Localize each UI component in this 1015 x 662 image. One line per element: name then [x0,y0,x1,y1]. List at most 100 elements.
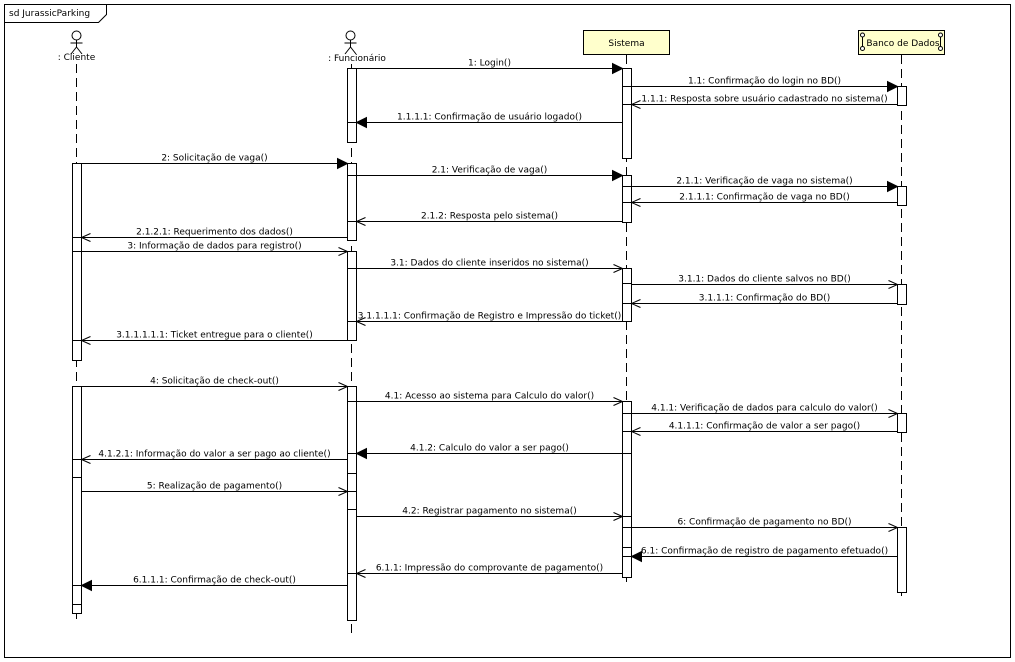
message-3[interactable]: 1.1.1: Resposta sobre usuário cadastrado… [630,95,898,109]
message-19[interactable]: 4.1.1: Verificação de dados para calculo… [631,404,899,418]
message-26[interactable]: 6.1: Confirmação de registro de pagament… [630,547,898,563]
open-arrowhead [888,280,899,289]
open-arrowhead [80,455,91,464]
participant-banco[interactable]: Banco de Dados [858,30,945,55]
activation-bar [622,401,632,578]
message-25[interactable]: 6: Confirmação de pagamento no BD() [631,518,899,532]
diagram-frame [4,4,1011,658]
open-arrowhead [613,397,624,406]
activation-bar [72,386,82,614]
message-27[interactable]: 6.1.1: Impressão do comprovante de pagam… [355,564,623,578]
message-label: 4.1.1.1: Confirmação de valor a ser pago… [669,422,860,432]
open-arrowhead [80,336,91,345]
message-8[interactable]: 2.1.1.1: Confirmação de vaga no BD() [630,193,898,207]
open-arrowhead [338,247,349,256]
participant-label-banco: Banco de Dados [866,39,939,49]
participant-sistema[interactable]: Sistema [583,30,670,55]
message-label: 4.2: Registrar pagamento no sistema() [402,507,576,517]
message-1[interactable]: 1: Login() [356,59,624,75]
filled-arrowhead [887,180,899,193]
activation-bar [897,527,907,593]
message-label: 3.1.1.1: Confirmação do BD() [699,294,830,304]
actor-icon [70,30,83,55]
database-icon [860,32,943,51]
participant-label-funcionario: : Funcionário [328,54,386,64]
participant-cliente[interactable]: : Cliente [58,30,96,63]
message-label: 2.1.2.1: Requerimento dos dados() [136,228,293,238]
message-21[interactable]: 4.1.2: Calculo do valor a ser pago() [355,444,623,460]
open-arrowhead [338,382,349,391]
message-4[interactable]: 1.1.1.1: Confirmação de usuário logado() [355,113,623,129]
open-arrowhead [630,198,641,207]
message-24[interactable]: 4.2: Registrar pagamento no sistema() [356,507,624,521]
open-arrowhead [355,569,366,578]
activation-bar [622,268,632,322]
open-arrowhead [630,427,641,436]
filled-arrowhead [887,80,899,93]
message-label: 5: Realização de pagamento() [147,482,282,492]
message-label: 3.1.1.1.1: Confirmação de Registro e Imp… [358,312,621,322]
activation-bar [897,86,907,106]
participant-label-sistema: Sistema [608,39,644,49]
message-label: 3.1: Dados do cliente inseridos no siste… [390,259,588,269]
message-label: 3.1.1: Dados do cliente salvos no BD() [678,275,851,285]
message-11[interactable]: 3: Informação de dados para registro() [81,242,349,256]
activation-bar [72,163,82,361]
open-arrowhead [888,523,899,532]
message-10[interactable]: 2.1.2.1: Requerimento dos dados() [80,228,348,242]
message-17[interactable]: 4: Solicitação de check-out() [81,377,349,391]
message-22[interactable]: 4.1.2.1: Informação do valor a ser pago … [80,450,348,464]
message-label: 1: Login() [468,59,511,69]
message-9[interactable]: 2.1.2: Resposta pelo sistema() [355,212,623,226]
message-label: 2.1: Verificação de vaga() [432,166,548,176]
open-arrowhead [613,512,624,521]
filled-arrowhead [612,169,624,182]
participant-label-cliente: : Cliente [58,53,96,63]
filled-arrowhead [630,550,642,563]
open-arrowhead [888,409,899,418]
message-5[interactable]: 2: Solicitação de vaga() [81,154,349,170]
open-arrowhead [338,487,349,496]
open-arrowhead [355,317,366,326]
open-arrowhead [613,264,624,273]
open-arrowhead [630,299,641,308]
message-18[interactable]: 4.1: Acesso ao sistema para Calculo do v… [356,392,624,406]
frame-title-tab [4,4,107,23]
activation-bar [347,163,357,241]
participant-funcionario[interactable]: : Funcionário [328,30,386,64]
message-13[interactable]: 3.1.1: Dados do cliente salvos no BD() [631,275,899,289]
message-7[interactable]: 2.1.1: Verificação de vaga no sistema() [631,177,899,193]
message-label: 4.1.1: Verificação de dados para calculo… [651,404,878,414]
message-label: 4.1.2.1: Informação do valor a ser pago … [98,450,330,460]
message-12[interactable]: 3.1: Dados do cliente inseridos no siste… [356,259,624,273]
open-arrowhead [80,233,91,242]
messages: 1: Login() 1.1: Confirmação do login no B… [80,59,899,592]
activation-bar [347,386,357,621]
message-28[interactable]: 6.1.1.1: Confirmação de check-out() [80,576,348,592]
message-6[interactable]: 2.1: Verificação de vaga() [356,166,624,182]
message-label: 6.1.1.1: Confirmação de check-out() [133,576,296,586]
message-14[interactable]: 3.1.1.1: Confirmação do BD() [630,294,898,308]
activation-bars [72,68,907,621]
activation-bar [347,68,357,143]
message-label: 3: Informação de dados para registro() [127,242,301,252]
message-label: 4.1.2: Calculo do valor a ser pago() [410,444,569,454]
frame-title: sd JurassicParking [9,9,90,19]
message-label: 6.1: Confirmação de registro de pagament… [641,547,888,557]
message-label: 4: Solicitação de check-out() [150,377,279,387]
participant-box-banco [858,30,945,55]
message-20[interactable]: 4.1.1.1: Confirmação de valor a ser pago… [630,422,898,436]
filled-arrowhead [80,579,92,592]
activation-bar [897,413,907,433]
message-15[interactable]: 3.1.1.1.1: Confirmação de Registro e Imp… [355,312,623,326]
message-23[interactable]: 5: Realização de pagamento() [81,482,349,496]
activation-bar [897,284,907,305]
message-label: 1.1: Confirmação do login no BD() [688,77,841,87]
activation-bar [347,251,357,341]
message-16[interactable]: 3.1.1.1.1.1: Ticket entregue para o clie… [80,331,348,345]
message-label: 6: Confirmação de pagamento no BD() [677,518,851,528]
participant-box-sistema [583,30,670,55]
message-2[interactable]: 1.1: Confirmação do login no BD() [631,77,899,93]
filled-arrowhead [355,116,367,129]
